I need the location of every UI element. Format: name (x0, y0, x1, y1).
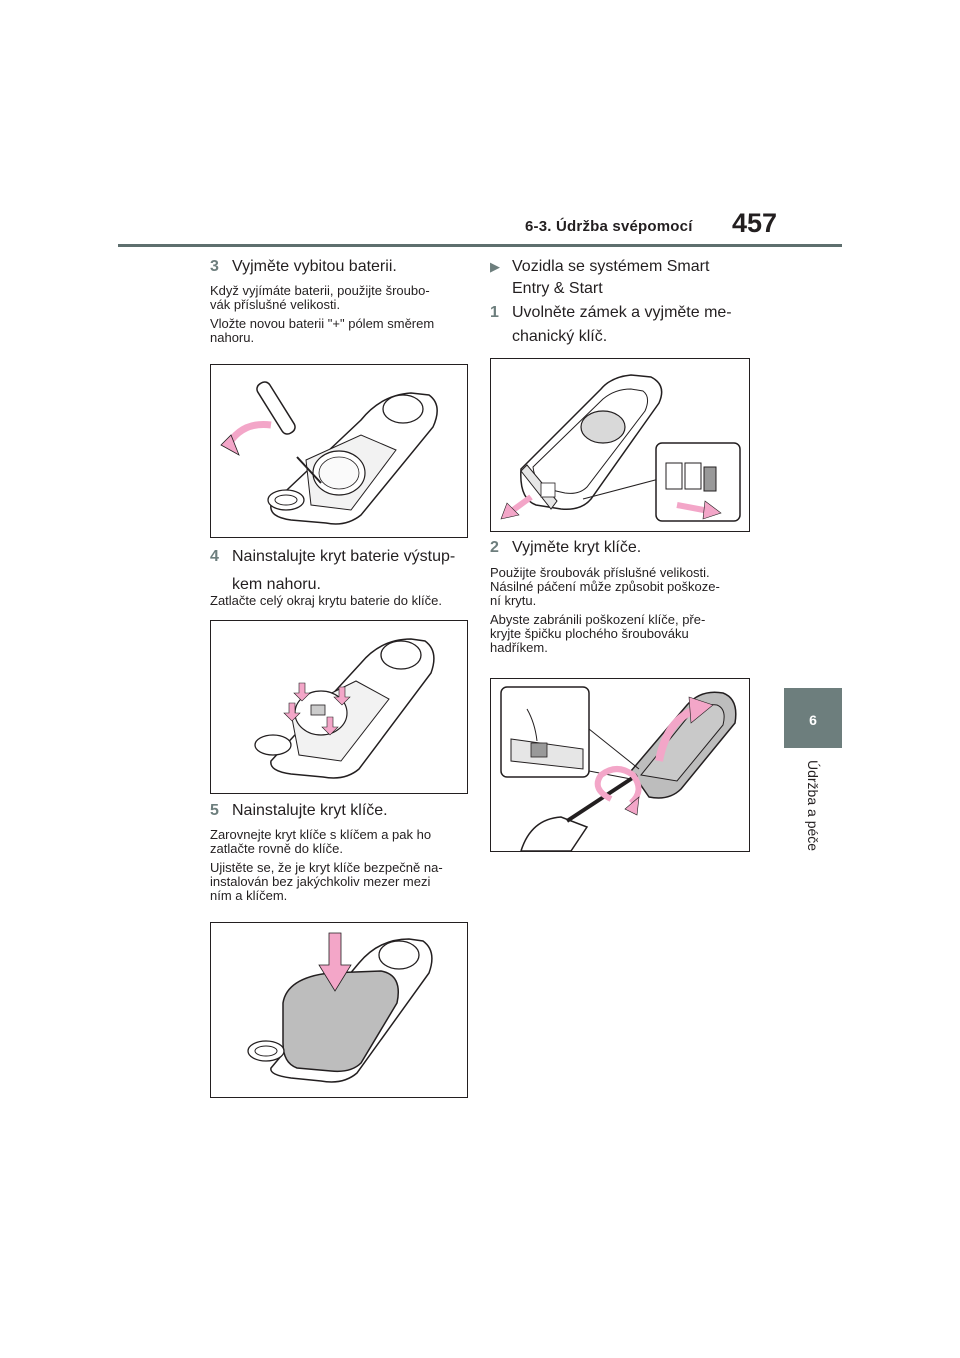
right-step-1-title: 1 Uvolněte zámek a vyjměte me- chanický k… (490, 302, 780, 348)
right-step-2-title: 2 Vyjměte kryt klíče. (490, 537, 780, 559)
note-line: kryjte špičku plochého šroubováku (490, 626, 689, 641)
vehicle-type-heading: ▶ Vozidla se systémem Smart Entry & Start (490, 256, 780, 300)
step-number: 4 (210, 548, 219, 565)
note-line: Použijte šroubovák příslušné velikosti. (490, 565, 710, 580)
step-number: 3 (210, 258, 219, 275)
key-fob-cover-illustration (254, 638, 435, 779)
note-line: Když vyjímáte baterii, použijte šroubo- (210, 283, 430, 298)
note-line: Zatlačte celý okraj krytu baterie do klí… (210, 593, 442, 608)
chapter-tab-number: 6 (809, 712, 817, 728)
note-line: instalován bez jakýchkoliv mezer mezi (210, 874, 431, 889)
step-number: 5 (210, 802, 219, 819)
step-4-title: 4 Nainstalujte kryt baterie výstup- kem n… (210, 546, 480, 596)
step-3-title: 3 Vyjměte vybitou baterii. (210, 256, 480, 278)
section-title: 6-3. Údržba svépomocí (525, 218, 693, 235)
note-line: Zarovnejte kryt klíče s klíčem a pak ho (210, 827, 432, 842)
note-line: ním a klíčem. (210, 888, 288, 903)
step-text: Vyjměte kryt klíče. (512, 539, 642, 556)
figure-install-key-cover (210, 922, 468, 1098)
note-line: Násilné páčení může způsobit poškoze- (490, 579, 720, 594)
step-text: Vyjměte vybitou baterii. (232, 258, 397, 275)
key-fob-key-cover-illustration (247, 932, 433, 1083)
step-5-title: 5 Nainstalujte kryt klíče. (210, 800, 480, 822)
step-text-cont: kem nahoru. (232, 576, 321, 593)
figure-remove-key-cover (490, 678, 750, 852)
note-line: zatlačte rovně do klíče. (210, 841, 343, 856)
note-line: nahoru. (210, 330, 255, 345)
step-5-notes: Zarovnejte kryt klíče s klíčem a pak ho … (210, 828, 480, 903)
right-step-2-notes: Použijte šroubovák příslušné velikosti. … (490, 566, 770, 655)
header-divider (118, 244, 842, 247)
step-number: 1 (490, 304, 499, 321)
note-line: hadříkem. (490, 640, 548, 655)
step-4-notes: Zatlačte celý okraj krytu baterie do klí… (210, 594, 480, 608)
triangle-bullet-icon: ▶ (490, 259, 500, 274)
figure-remove-battery (210, 364, 468, 538)
step-number: 2 (490, 539, 499, 556)
note-line: ní krytu. (490, 593, 537, 608)
key-fob-screwdriver-illustration (500, 686, 737, 851)
note-line: vák příslušné velikosti. (210, 297, 341, 312)
key-fob-mechanical-key-illustration (500, 374, 741, 522)
chapter-side-label-text: Údržba a péče (805, 760, 821, 852)
heading-text-cont: Entry & Start (512, 280, 603, 297)
figure-install-battery-cover (210, 620, 468, 794)
step-text-cont: chanický klíč. (512, 328, 608, 345)
step-text: Uvolněte zámek a vyjměte me- (512, 304, 732, 321)
note-line: Vložte novou baterii "+" pólem směrem (210, 316, 435, 331)
key-fob-battery-illustration (220, 381, 438, 525)
step-3-notes: Když vyjímáte baterii, použijte šroubo- … (210, 284, 480, 345)
note-line: Abyste zabránili poškození klíče, pře- (490, 612, 706, 627)
step-text: Nainstalujte kryt baterie výstup- (232, 548, 456, 565)
heading-text: Vozidla se systémem Smart (512, 258, 710, 275)
page-number: 457 (732, 208, 778, 238)
chapter-side-label: Údržba a péče (803, 760, 823, 880)
figure-remove-mechanical-key (490, 358, 750, 532)
note-line: Ujistěte se, že je kryt klíče bezpečně n… (210, 860, 443, 875)
chapter-tab (784, 688, 842, 748)
step-text: Nainstalujte kryt klíče. (232, 802, 388, 819)
